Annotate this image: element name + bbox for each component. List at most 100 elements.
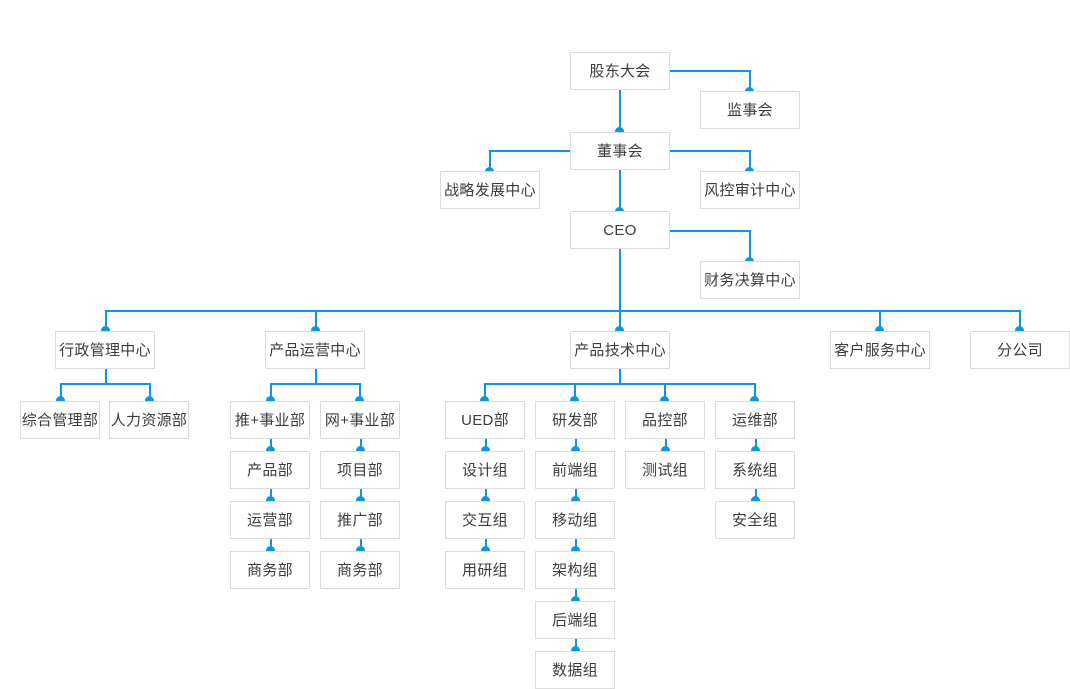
node-shareholders-meeting[interactable]: 股东大会 xyxy=(570,52,670,90)
connector-dot-mobile-group xyxy=(571,496,580,505)
connector-bus-to-customer-service xyxy=(879,310,881,332)
connector-dot-business-dept-left xyxy=(266,546,275,555)
connector-bus-to-product-tech xyxy=(619,310,621,332)
connector-dot-rd-dept xyxy=(570,396,579,405)
node-tui-business-unit[interactable]: 推+事业部 xyxy=(230,401,310,439)
node-branch-company[interactable]: 分公司 xyxy=(970,331,1070,369)
node-finance-settlement-center[interactable]: 财务决算中心 xyxy=(700,261,800,299)
connector-dot-test-group xyxy=(661,446,670,455)
node-user-research-group[interactable]: 用研组 xyxy=(445,551,525,589)
node-test-group[interactable]: 测试组 xyxy=(625,451,705,489)
node-rd-dept[interactable]: 研发部 xyxy=(535,401,615,439)
connector-dot-product-ops-center xyxy=(311,326,320,335)
connector-finance-drop xyxy=(749,230,751,262)
node-label: 监事会 xyxy=(727,101,773,119)
node-label: 测试组 xyxy=(642,461,688,479)
node-label: 运营部 xyxy=(247,511,293,529)
connector-dot-board xyxy=(615,127,624,136)
node-mobile-group[interactable]: 移动组 xyxy=(535,501,615,539)
connector-dot-system-group xyxy=(751,446,760,455)
connector-dot-architecture-group xyxy=(571,546,580,555)
connector-product-ops-stem xyxy=(315,369,317,383)
connector-dot-frontend-group xyxy=(571,446,580,455)
node-general-mgmt-dept[interactable]: 综合管理部 xyxy=(20,401,100,439)
node-label: 系统组 xyxy=(732,461,778,479)
connector-board-to-risk-audit xyxy=(670,150,750,152)
node-wang-business-unit[interactable]: 网+事业部 xyxy=(320,401,400,439)
connector-strategy-drop xyxy=(489,150,491,172)
connector-risk-audit-drop xyxy=(749,150,751,172)
connector-main-bus xyxy=(105,310,1020,312)
node-risk-audit-center[interactable]: 风控审计中心 xyxy=(700,171,800,209)
connector-dot-business-dept-right xyxy=(356,546,365,555)
node-ops-maint-dept[interactable]: 运维部 xyxy=(715,401,795,439)
connector-product-ops-to-tui xyxy=(270,383,272,402)
connector-admin-to-general-mgmt xyxy=(60,383,62,402)
connector-shareholders-to-supervisory xyxy=(670,70,750,72)
node-label: 商务部 xyxy=(247,561,293,579)
node-label: 行政管理中心 xyxy=(59,341,151,359)
node-ued-dept[interactable]: UED部 xyxy=(445,401,525,439)
connector-dot-ued-dept xyxy=(480,396,489,405)
node-hr-dept[interactable]: 人力资源部 xyxy=(109,401,189,439)
node-label: 产品部 xyxy=(247,461,293,479)
node-security-group[interactable]: 安全组 xyxy=(715,501,795,539)
node-supervisory-board[interactable]: 监事会 xyxy=(700,91,800,129)
node-label: 商务部 xyxy=(337,561,383,579)
connector-admin-to-hr xyxy=(149,383,151,402)
node-data-group[interactable]: 数据组 xyxy=(535,651,615,689)
connector-dot-hr-dept xyxy=(145,396,154,405)
node-design-group[interactable]: 设计组 xyxy=(445,451,525,489)
connector-dot-user-research-group xyxy=(481,546,490,555)
connector-board-to-strategy xyxy=(489,150,570,152)
connector-product-tech-to-qa xyxy=(664,383,666,402)
connector-product-ops-to-wang xyxy=(359,383,361,402)
node-label: 人力资源部 xyxy=(110,411,188,429)
connector-dot-ops-maint-dept xyxy=(750,396,759,405)
node-backend-group[interactable]: 后端组 xyxy=(535,601,615,639)
node-label: 财务决算中心 xyxy=(704,271,796,289)
node-label: 项目部 xyxy=(337,461,383,479)
node-label: 用研组 xyxy=(462,561,508,579)
node-label: CEO xyxy=(603,221,637,239)
connector-product-tech-children-bus xyxy=(484,383,755,385)
node-label: 移动组 xyxy=(552,511,598,529)
connector-admin-children-bus xyxy=(60,383,150,385)
node-label: 品控部 xyxy=(642,411,688,429)
node-admin-mgmt-center[interactable]: 行政管理中心 xyxy=(55,331,155,369)
connector-shareholders-to-board xyxy=(619,90,621,132)
node-strategy-dev-center[interactable]: 战略发展中心 xyxy=(440,171,540,209)
connector-supervisory-drop xyxy=(749,70,751,92)
node-ceo[interactable]: CEO xyxy=(570,211,670,249)
node-product-tech-center[interactable]: 产品技术中心 xyxy=(570,331,670,369)
node-business-dept-right[interactable]: 商务部 xyxy=(320,551,400,589)
node-architecture-group[interactable]: 架构组 xyxy=(535,551,615,589)
node-project-dept[interactable]: 项目部 xyxy=(320,451,400,489)
connector-dot-interaction-group xyxy=(481,496,490,505)
node-business-dept-left[interactable]: 商务部 xyxy=(230,551,310,589)
node-label: 综合管理部 xyxy=(21,411,99,429)
node-qa-dept[interactable]: 品控部 xyxy=(625,401,705,439)
node-promotion-dept[interactable]: 推广部 xyxy=(320,501,400,539)
connector-dot-qa-dept xyxy=(660,396,669,405)
node-product-ops-center[interactable]: 产品运营中心 xyxy=(265,331,365,369)
connector-bus-to-admin xyxy=(105,310,107,332)
node-board-of-directors[interactable]: 董事会 xyxy=(570,132,670,170)
node-customer-service-center[interactable]: 客户服务中心 xyxy=(830,331,930,369)
node-product-dept[interactable]: 产品部 xyxy=(230,451,310,489)
connector-product-tech-stem xyxy=(619,369,621,383)
connector-product-tech-to-rd xyxy=(574,383,576,402)
node-label: 安全组 xyxy=(732,511,778,529)
node-interaction-group[interactable]: 交互组 xyxy=(445,501,525,539)
connector-dot-promotion-dept xyxy=(356,496,365,505)
connector-product-ops-children-bus xyxy=(270,383,360,385)
node-system-group[interactable]: 系统组 xyxy=(715,451,795,489)
node-label: 客户服务中心 xyxy=(834,341,926,359)
node-label: 分公司 xyxy=(997,341,1043,359)
node-label: 董事会 xyxy=(597,142,643,160)
connector-dot-security-group xyxy=(751,496,760,505)
node-operations-dept[interactable]: 运营部 xyxy=(230,501,310,539)
node-frontend-group[interactable]: 前端组 xyxy=(535,451,615,489)
connector-dot-operations-dept xyxy=(266,496,275,505)
